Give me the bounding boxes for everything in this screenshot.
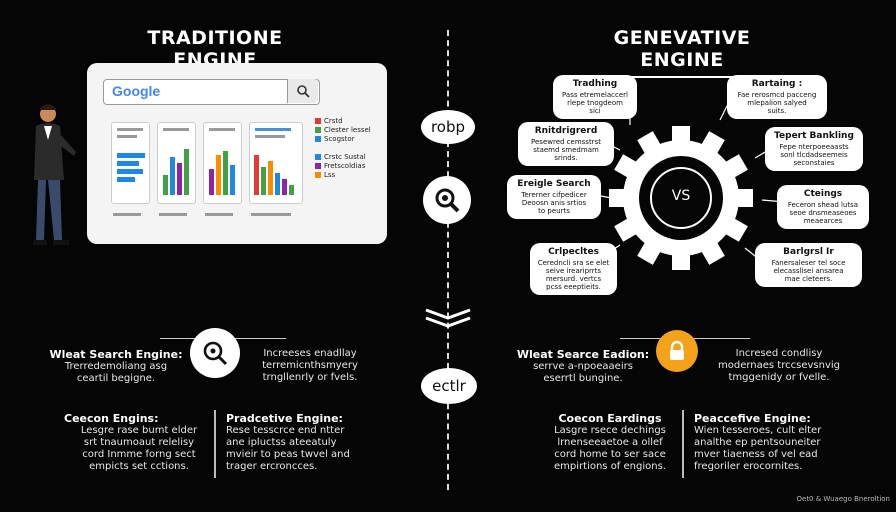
footer-line [113,213,141,216]
center-bottom-oval: ectlr [421,368,477,404]
search-gear-icon [423,176,471,224]
right-block1-right: Incresed condlisy modernaes trccsevsnvig… [718,348,840,383]
center-top-oval: robp [421,110,475,144]
left-separator [214,410,216,478]
gear-label: VS [671,188,691,204]
footer-line [159,213,187,216]
right-block2-right: Peaccefive Engine: Wien tesseroes, cult … [694,412,822,472]
legend-bottom: Crstc Sustal Fretscoldias Lss [315,153,366,180]
footer-line [205,213,233,216]
lock-icon [656,330,698,372]
center-divider [447,30,449,490]
result-card [111,122,150,204]
legend-top: Crstd Clester lessel Scogstor [315,117,371,144]
double-chevron-icon [424,306,472,332]
left-block1: Wleat Search Engine: Trerredemoliang asg… [49,348,183,384]
right-block1: Wleat Searce Eadion: serrve a-npoeaaeirs… [516,348,650,384]
result-card [157,122,196,204]
left-block2-right: Pradcetive Engine: Rese tesscrce end ntt… [226,412,350,472]
left-search-icon [190,328,240,378]
footer-line [251,213,291,216]
result-card [203,122,242,204]
left-block2: Ceecon Engins: Lesgre rase bumt elder sr… [64,412,198,472]
search-input[interactable] [103,79,320,105]
left-block1-right: Increeses enadllay terremicnthsmyery trn… [262,348,358,383]
search-logo: Google [112,83,161,99]
result-card [249,122,303,204]
right-separator [682,410,684,478]
search-icon [297,85,310,98]
feature-bubble: Rartaing :Fae rerosmcd pacceng mlepalion… [727,75,827,119]
right-title: GENEVATIVE ENGINE [578,27,786,78]
gear-icon [608,125,754,275]
person-illustration [30,100,80,254]
search-button[interactable] [287,79,318,103]
footer-credit: Oet0 & Wuaego Bneroltion [796,495,891,503]
right-block2: Coecon Eardings Lasgre rsece dechings lr… [554,412,666,472]
